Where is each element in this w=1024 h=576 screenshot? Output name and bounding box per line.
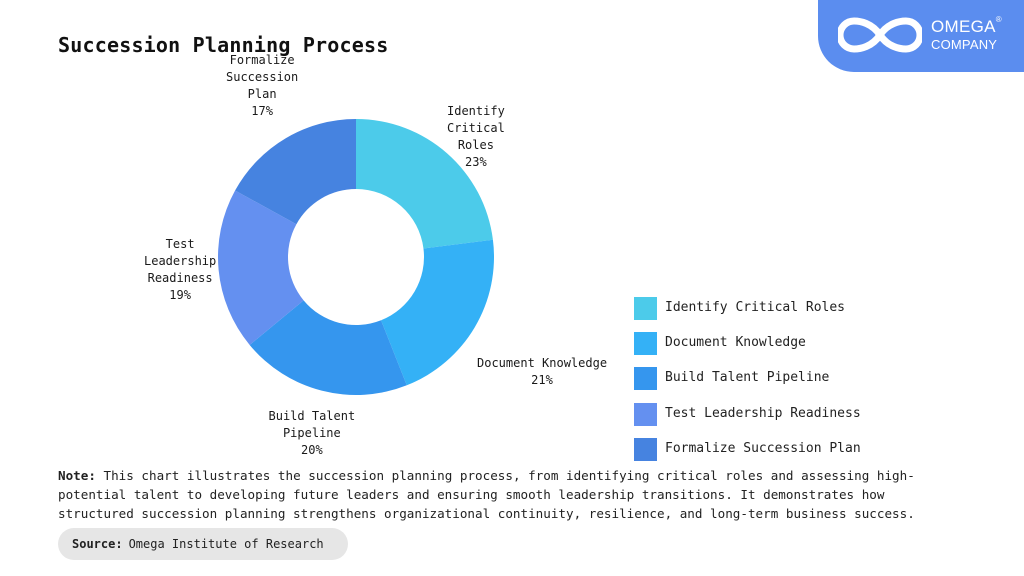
legend-label: Formalize Succession Plan	[665, 440, 861, 456]
legend-swatch	[634, 367, 657, 391]
donut-slice-2	[381, 239, 495, 386]
brand-subname: COMPANY	[931, 37, 998, 52]
slice-label-value: 23%	[465, 155, 487, 169]
brand-name: OMEGA®	[931, 15, 1002, 36]
slice-label: Test Leadership Readiness 19%	[144, 236, 216, 304]
donut-slice-4	[218, 190, 304, 345]
legend-label: Document Knowledge	[665, 335, 806, 351]
slice-label: Build Talent Pipeline 20%	[269, 408, 356, 459]
source-badge: Source: Omega Institute of Research	[58, 528, 348, 560]
chart-note: Note: This chart illustrates the success…	[58, 466, 958, 523]
legend-swatch	[634, 332, 657, 356]
slice-label: Identify Critical Roles 23%	[447, 103, 505, 171]
source-text: Omega Institute of Research	[128, 537, 324, 551]
legend-item: Test Leadership Readiness	[634, 402, 861, 438]
donut-slice-5	[235, 119, 356, 225]
donut-slice-3	[249, 300, 407, 395]
legend-label: Build Talent Pipeline	[665, 370, 830, 386]
slice-label-name: Document Knowledge	[477, 356, 608, 370]
chart-title: Succession Planning Process	[58, 33, 389, 57]
legend-swatch	[634, 402, 657, 426]
slice-label-name: Identify Critical Roles	[447, 104, 505, 152]
legend-item: Identify Critical Roles	[634, 297, 861, 332]
legend: Identify Critical Roles Document Knowled…	[634, 297, 861, 473]
slice-label-value: 21%	[531, 373, 553, 387]
legend-label: Identify Critical Roles	[665, 300, 846, 315]
brand-logo: OMEGA® COMPANY	[818, 0, 1024, 72]
slice-label-value: 20%	[301, 442, 323, 457]
slice-label-name: Formalize Succession Plan	[226, 53, 299, 101]
legend-item: Build Talent Pipeline	[634, 367, 861, 402]
note-prefix: Note:	[58, 468, 96, 483]
note-text: This chart illustrates the succession pl…	[58, 468, 915, 521]
slice-label-value: 17%	[251, 104, 273, 118]
infinity-icon	[838, 17, 922, 53]
slice-label-name: Test Leadership Readiness	[144, 237, 217, 285]
legend-label: Test Leadership Readiness	[665, 405, 861, 421]
slice-label-name: Build Talent Pipeline	[268, 408, 356, 440]
legend-swatch	[634, 437, 657, 461]
slice-label: Document Knowledge 21%	[477, 355, 607, 389]
legend-item: Formalize Succession Plan	[634, 437, 861, 473]
slice-label-value: 19%	[169, 288, 191, 302]
donut-slice-1	[356, 119, 493, 249]
legend-swatch	[634, 297, 657, 320]
legend-item: Document Knowledge	[634, 332, 861, 367]
source-prefix: Source:	[72, 537, 123, 551]
slice-label: Formalize Succession Plan 17%	[226, 52, 298, 120]
